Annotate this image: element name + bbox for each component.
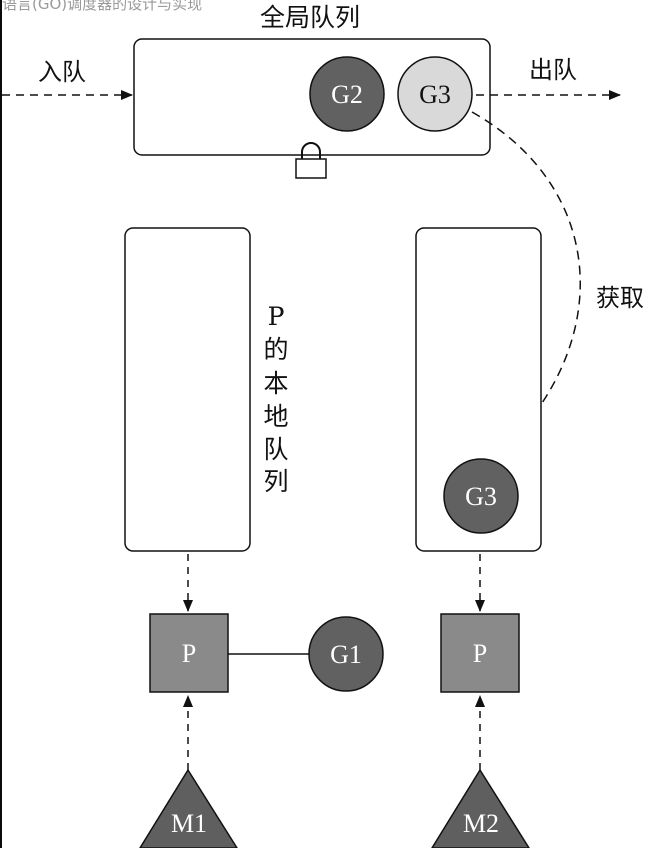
g2-label: G2	[331, 80, 363, 109]
g3-label: G3	[419, 80, 451, 109]
machine-m2-label: M2	[463, 809, 499, 838]
faint-header-text: 语言(GO)调度器的设计与实现	[2, 0, 202, 13]
dequeue-label: 出队	[529, 56, 577, 84]
local-queue-label-char: 的	[263, 335, 288, 364]
machine-m1	[139, 768, 238, 848]
local-queue-label-char: 队	[263, 435, 288, 464]
machine-m2	[431, 768, 530, 848]
steal-label: 获取	[596, 284, 644, 312]
local-queue-box-left	[124, 227, 251, 552]
local-queue-box-right	[415, 227, 542, 552]
processor-right	[440, 613, 520, 693]
global-queue-title: 全局队列	[260, 3, 360, 32]
local-queue-label-char: 本	[263, 369, 288, 398]
enqueue-label: 入队	[38, 58, 86, 86]
processor-right-label: P	[473, 639, 487, 668]
local-queue-label-char: 列	[263, 467, 288, 496]
global-queue-goroutine-g3	[397, 56, 473, 132]
processor-left	[149, 613, 229, 693]
machine-m1-label: M1	[171, 809, 207, 838]
g1-label: G1	[330, 640, 362, 669]
local-queue-goroutine-g3	[443, 458, 519, 534]
local-queue-label-char: P	[268, 302, 285, 331]
processor-left-label: P	[182, 639, 196, 668]
running-goroutine-g1	[308, 616, 384, 692]
local-queue-vertical-label: P 的 本 地 队 列	[263, 302, 288, 496]
stolen-g3-label: G3	[465, 482, 497, 511]
global-queue-goroutine-g2	[309, 56, 385, 132]
local-queue-label-char: 地	[263, 402, 288, 431]
lock-icon	[295, 142, 327, 179]
steal-label-bg	[585, 278, 651, 316]
